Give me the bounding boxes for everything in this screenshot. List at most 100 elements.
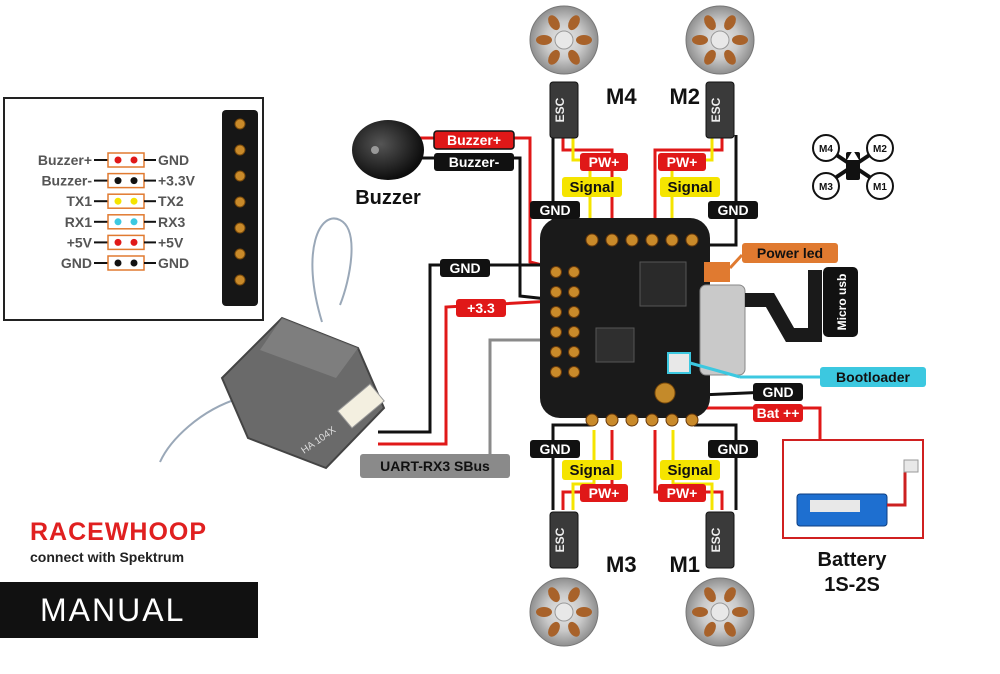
m3-gnd-label: GND (539, 441, 570, 457)
pinout-dot (114, 259, 122, 267)
fc-top-pad (605, 233, 619, 247)
orientation-m1: M1 (873, 182, 887, 193)
pinout-left-label: +5V (67, 234, 93, 250)
pinout-dot (114, 218, 122, 226)
pinout-inset: Buzzer+Buzzer-TX1RX1+5VGNDGND+3.3VTX2RX3… (3, 97, 264, 321)
fc-top-pad (645, 233, 659, 247)
fc-bottom-pad (625, 413, 639, 427)
fc-side-pad (568, 366, 580, 378)
manual-banner: MANUAL (0, 582, 258, 638)
m4-gnd-label: GND (539, 202, 570, 218)
motor-winding (576, 607, 592, 617)
pinout-right-label: GND (158, 255, 189, 271)
battery: Battery 1S-2S (782, 439, 924, 596)
esc-m3 (549, 511, 579, 569)
inset-edge-pad (234, 170, 246, 182)
pinout-dot (114, 238, 122, 246)
motor-shaft (554, 602, 574, 622)
battery-plus-label: Bat ++ (757, 405, 800, 421)
pinout-frame (3, 97, 264, 321)
esc-m3-label: ESC (553, 527, 567, 552)
orientation-m3: M3 (819, 182, 833, 193)
fc-bottom-pad (685, 413, 699, 427)
pinout-board-edge (222, 110, 258, 306)
battery-label: Battery (818, 549, 888, 571)
fc-board (540, 218, 710, 418)
pinout-pad-pair (107, 214, 145, 230)
motor-winding (692, 607, 708, 617)
fc-bottom-pad (645, 413, 659, 427)
buzzer-body (352, 120, 424, 180)
esc-m2 (705, 81, 735, 139)
receiver-antenna-1 (311, 217, 353, 323)
motor-winding (548, 621, 560, 637)
fc-side-pad (568, 266, 580, 278)
fc-side-pad (568, 306, 580, 318)
pinout-left-label: RX1 (65, 214, 92, 230)
pinout-pad-pair (107, 152, 145, 168)
power-led-label: Power led (757, 245, 823, 261)
bootloader-label: Bootloader (836, 369, 910, 385)
motor-m2-label: M2 (669, 84, 700, 109)
m1-gnd-label: GND (717, 441, 748, 457)
inset-edge-pad (234, 222, 246, 234)
m4-signal-label: Signal (569, 179, 614, 196)
pinout-dot (130, 156, 138, 164)
pinout-dot (114, 156, 122, 164)
motor-m4-label: M4 (606, 84, 637, 109)
battery-plus-wire (660, 406, 822, 440)
pinout-dot (130, 259, 138, 267)
fc-top-pad (585, 233, 599, 247)
m4-pw-label: PW+ (589, 154, 620, 170)
usb-cable (745, 270, 822, 342)
receiver-gnd-wire (378, 263, 567, 434)
motor-winding (548, 15, 560, 31)
buzzer-label: Buzzer (355, 187, 421, 209)
receiver-gnd-label: GND (449, 260, 480, 276)
motor-m2: ESC M2 (669, 5, 755, 139)
fc-top-pad (625, 233, 639, 247)
fc-side-pad (568, 286, 580, 298)
pinout-right-label: TX2 (158, 193, 184, 209)
inset-edge-pad (234, 248, 246, 260)
esc-m1-label: ESC (709, 527, 723, 552)
quad-orientation-icon: M4 M2 M3 M1 (812, 134, 894, 200)
motor-winding (724, 49, 736, 65)
motor-winding (568, 621, 580, 637)
m3-signal-label: Signal (569, 462, 614, 479)
bootloader-button (667, 352, 691, 374)
fc-side-pad (550, 346, 562, 358)
motor-m3-label: M3 (606, 552, 637, 577)
buzzer (352, 120, 424, 180)
orientation-m2: M2 (873, 144, 887, 155)
pinout-right-label: RX3 (158, 214, 185, 230)
pinout-dot (130, 238, 138, 246)
esc-m2-label: ESC (709, 97, 723, 122)
motor-winding (536, 607, 552, 617)
receiver: HA 104X (159, 217, 386, 470)
m2-signal-label: Signal (667, 179, 712, 196)
motor-winding (568, 15, 580, 31)
pinout-left-label: TX1 (66, 193, 92, 209)
fc-side-pad (550, 326, 562, 338)
motor-winding (724, 587, 736, 603)
motor-winding (724, 15, 736, 31)
pinout-right-label: +3.3V (158, 173, 196, 189)
pinout-pad-pair (107, 193, 145, 209)
motor-winding (704, 587, 716, 603)
esc-m1 (705, 511, 735, 569)
pinout-dot (130, 197, 138, 205)
receiver-connector (337, 383, 385, 429)
pinout-left-label: GND (61, 255, 92, 271)
fc-side-pad (550, 306, 562, 318)
m3-gnd-wire (551, 423, 592, 510)
receiver-3v3-label: +3.3 (467, 300, 495, 316)
battery-spec: 1S-2S (824, 574, 880, 596)
fc-bottom-pad (665, 413, 679, 427)
m1-signal-label: Signal (667, 462, 712, 479)
fc-bottom-pad (585, 413, 599, 427)
motor-winding (568, 49, 580, 65)
fc-side-pad (550, 366, 562, 378)
fc-top-pad (685, 233, 699, 247)
